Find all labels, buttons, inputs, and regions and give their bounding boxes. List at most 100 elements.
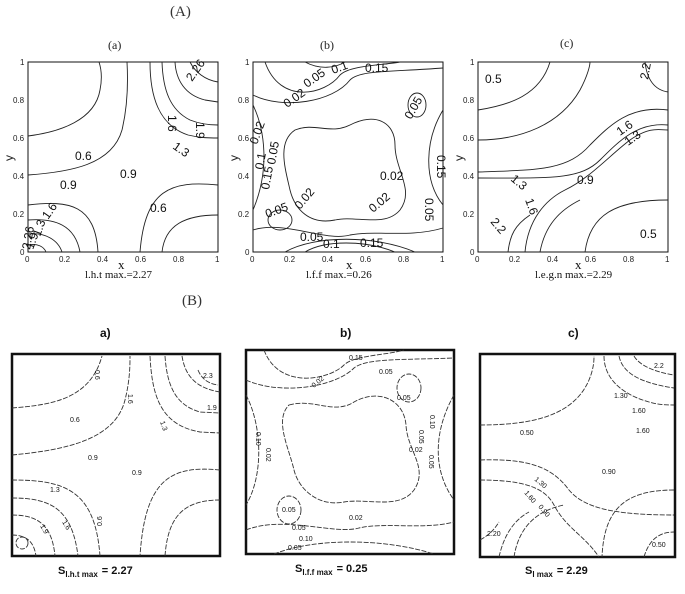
y-axis-label: y: [452, 155, 466, 161]
contour-label: 2.2: [637, 61, 654, 80]
contour-label: 1.30: [614, 393, 628, 400]
svg-text:0.4: 0.4: [322, 255, 334, 264]
contour-label: 1.9: [23, 230, 42, 251]
svg-text:0.4: 0.4: [547, 255, 559, 264]
svg-text:0.6: 0.6: [360, 255, 372, 264]
x-axis-label-b: x: [346, 257, 353, 272]
contour-plot-b-c: 2.2 1.30 1.60 1.60 0.50 0.90 1.30 1.60 2…: [478, 352, 677, 559]
contour-label: 0.1: [329, 58, 350, 77]
contour-label: 0.9: [88, 455, 98, 462]
contour-label: 1.6: [126, 394, 133, 404]
svg-text:0: 0: [25, 255, 30, 264]
x-axis-label-c: x: [575, 257, 582, 272]
svg-text:0.8: 0.8: [463, 96, 475, 105]
caption-b-c: Sl max= 2.29: [525, 565, 588, 579]
contour-plot-b-a: 0.6 1.6 1.9 0.6 1.3 0.9 1.3 0.9 1.9 1.6 …: [10, 352, 222, 558]
svg-text:1: 1: [20, 58, 25, 67]
contour-label: 1.6: [60, 520, 71, 532]
contour-label: 2.26: [19, 225, 37, 251]
contour-label: 0.9: [132, 470, 142, 477]
svg-text:0.6: 0.6: [463, 134, 475, 143]
svg-text:0.8: 0.8: [398, 255, 410, 264]
contour-label: 1.9: [38, 524, 49, 536]
svg-text:0.6: 0.6: [135, 255, 147, 264]
svg-text:1: 1: [245, 58, 250, 67]
contour-label: 0.6: [150, 201, 167, 215]
panel-b-c-label: c): [568, 326, 579, 340]
svg-text:0.6: 0.6: [585, 255, 597, 264]
contour-label: 1.3: [50, 487, 60, 494]
svg-text:1: 1: [215, 255, 220, 264]
svg-text:0: 0: [250, 255, 255, 264]
panel-b-label: (b): [320, 38, 334, 52]
contour-label: 0.15: [360, 236, 384, 250]
contour-label: 0.10: [254, 432, 261, 446]
contour-label: 1.6: [522, 196, 541, 217]
svg-text:0: 0: [20, 248, 25, 257]
contour-label: 0.90: [602, 469, 616, 476]
caption-a-c: l.e.g.n max.=2.29: [535, 269, 613, 281]
contour-label: 0.6: [97, 516, 104, 526]
svg-text:0.8: 0.8: [623, 255, 635, 264]
panel-a-label: (a): [108, 38, 122, 52]
svg-text:1: 1: [470, 58, 475, 67]
svg-text:0.2: 0.2: [509, 255, 521, 264]
contour-label: 1.60: [632, 408, 646, 415]
svg-text:0.8: 0.8: [238, 96, 250, 105]
contour-label: 0.02: [409, 447, 423, 454]
caption-b-a: Sl.h.t max= 2.27: [58, 565, 133, 579]
contour-label: 0.05: [264, 140, 282, 166]
contour-label: 0.9: [60, 178, 77, 192]
svg-text:0: 0: [470, 248, 475, 257]
contour-label: 0.05: [292, 525, 306, 532]
contour-plot-a-a: 0.6 0.9 1.3 1.6 1.9 2.26 1.9 1.6 1.3 0.9…: [2, 56, 220, 264]
contour-label: 0.15: [434, 155, 448, 179]
caption-b-b: Sl.f.f max= 0.25: [295, 563, 368, 577]
contour-label: 0.15: [365, 61, 389, 75]
contour-label: 1.3: [30, 217, 49, 238]
svg-text:0.2: 0.2: [284, 255, 296, 264]
section-a-label: (A): [170, 4, 191, 20]
svg-text:0.6: 0.6: [13, 134, 25, 143]
panel-b-a-label: a): [100, 326, 111, 340]
contour-plot-a-c: 0.5 2.2 1.6 1.3 1.3 1.6 0.9 2.2 0.5 0 0.…: [452, 58, 670, 264]
contour-label: 0.50: [520, 430, 534, 437]
contour-label: 0.05: [427, 455, 434, 469]
contour-label: 0.6: [70, 417, 80, 424]
contour-label: 0.05: [288, 545, 302, 552]
section-b-label: (B): [182, 293, 202, 309]
y-axis-label: y: [2, 155, 16, 161]
svg-text:0.2: 0.2: [59, 255, 71, 264]
contour-label: 0.1: [323, 237, 340, 251]
contour-label: 1.9: [207, 405, 217, 412]
contour-label: 2.20: [487, 531, 501, 538]
contour-label: 0.02: [349, 515, 363, 522]
contour-plot-b-b: 0.15 0.05 0.02 0.05 0.05 0.10 0.02 0.10 …: [244, 348, 456, 556]
svg-text:0.4: 0.4: [238, 172, 250, 181]
contour-label: 2.2: [654, 363, 664, 370]
contour-label: 0.10: [299, 536, 313, 543]
svg-text:0: 0: [475, 255, 480, 264]
contour-label: 0.5: [485, 72, 502, 86]
contour-label: 2.3: [203, 373, 213, 380]
contour-label: 0.15: [258, 165, 276, 191]
svg-text:0: 0: [245, 248, 250, 257]
y-axis-label: y: [227, 155, 241, 161]
contour-label: 0.15: [349, 355, 363, 362]
svg-text:0.2: 0.2: [463, 210, 475, 219]
svg-text:0.6: 0.6: [238, 134, 250, 143]
contour-label: 0.5: [640, 227, 657, 241]
svg-text:0.4: 0.4: [463, 172, 475, 181]
contour-label: 0.1: [252, 151, 269, 170]
contour-label: 0.6: [93, 370, 100, 380]
caption-a-b: l.f.f max.=0.26: [306, 269, 372, 281]
contour-label: 0.6: [75, 149, 92, 163]
svg-text:0.8: 0.8: [173, 255, 185, 264]
contour-label: 1.6: [165, 115, 179, 132]
contour-label: 1.60: [636, 428, 650, 435]
contour-label: 0.02: [380, 169, 404, 183]
x-axis-label-a: x: [118, 257, 125, 272]
svg-text:1: 1: [440, 255, 445, 264]
contour-plot-a-b: 0.15 0.1 0.05 0.02 0.02 0.05 0.1 0.15 0.…: [227, 58, 448, 264]
